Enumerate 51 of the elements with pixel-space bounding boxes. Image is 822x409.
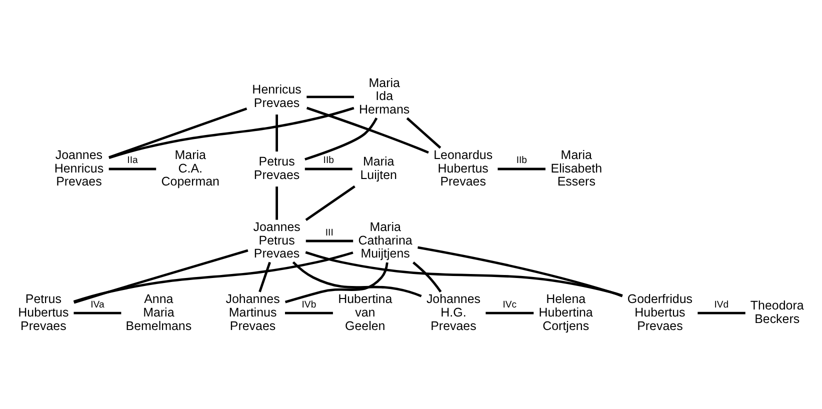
node-text: Petrus Prevaes [254,154,300,182]
edge-label: III [325,226,334,238]
connector [418,246,623,297]
connector [305,250,623,296]
node-text: Johannes H.G. Prevaes [426,291,481,332]
connector [276,114,278,152]
node-text: Leonardus Hubertus Prevaes [434,147,493,188]
connector [412,261,442,292]
connector [258,261,271,292]
node-text: Henricus Prevaes [252,82,302,110]
node-text: Maria Luijten [360,154,397,182]
node-text: Hubertina van Geelen [338,291,392,332]
connector [698,311,746,314]
node-text: Maria Ida Hermans [359,75,410,116]
connector [306,95,354,98]
edge-label: IVa [90,298,104,310]
edge-label: IIb [516,154,528,166]
connector [73,250,354,302]
node-text: Maria Elisabeth Essers [550,147,602,188]
node-text: Maria C.A. Coperman [161,147,220,188]
connector [486,311,534,314]
node-text: Joannes Henricus Prevaes [54,147,104,188]
connector [276,186,278,220]
connector [306,239,354,242]
connector [108,106,354,159]
edge-label: IVd [714,298,729,310]
edge-label: IVc [502,298,517,310]
connector [74,311,122,314]
edge-label: IIb [323,154,334,166]
connector [292,260,422,297]
connector [108,106,248,158]
connector [305,184,356,220]
node-text: Anna Maria Bemelmans [126,291,192,332]
connector [304,167,352,170]
connector [406,116,442,148]
connector [304,117,378,160]
node-text: Theodora Beckers [750,298,804,326]
edge-label: IIa [127,154,138,166]
node-text: Petrus Hubertus Prevaes [18,291,69,332]
connector [108,167,156,170]
connector [284,262,388,303]
node-text: Johannes Martinus Prevaes [226,291,280,332]
connector [74,248,248,304]
connector [285,311,333,314]
node-text: Goderfridus Hubertus Prevaes [627,291,693,332]
node-text: Maria Catharina Muijtjens [358,219,412,260]
edge-label: IVb [302,298,316,310]
connector [306,106,429,154]
node-text: Helena Hubertina Cortjens [538,291,593,332]
connector [498,167,546,170]
node-text: Joannes Petrus Prevaes [253,219,300,260]
